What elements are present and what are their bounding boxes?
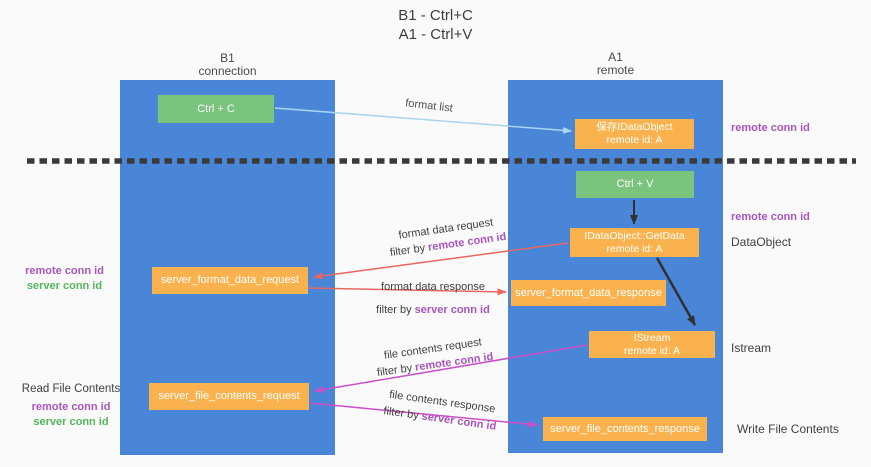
annotation-write-file-contents: Write File Contents	[737, 422, 839, 436]
annotation-conn-ids-upper: remote conn id server conn id	[22, 264, 107, 294]
lifeline-b1-role: connection	[198, 64, 257, 78]
annotation-istream: Istream	[731, 341, 772, 355]
node-ctrl-c: Ctrl + C	[158, 95, 274, 123]
node-ctrl-v-label: Ctrl + V	[616, 178, 654, 190]
annotation-conn-ids-lower: remote conn id server conn id	[16, 400, 126, 430]
lifeline-a1-name: A1	[608, 50, 623, 64]
title-line-1: B1 - Ctrl+C	[398, 7, 473, 24]
node-server-format-data-request-label: server_format_data_request	[160, 274, 300, 286]
node-save-idataobject-line1: 保存IDataObject	[596, 121, 673, 133]
label-format-data-response-text: format data response	[381, 281, 485, 293]
node-server-file-contents-request: server_file_contents_request	[149, 383, 309, 410]
node-idataobject-getdata: IDataObject::GetData remote id: A	[570, 228, 699, 257]
server-conn-id-highlight: server conn id	[414, 304, 490, 316]
node-server-file-contents-request-label: server_file_contents_request	[158, 390, 300, 402]
filter-by-text: filter by	[389, 242, 426, 260]
label-file-contents-response: file contents response filter byserver c…	[373, 385, 508, 437]
annotation-remote-conn-id-left: remote conn id	[25, 265, 104, 277]
lifeline-a1-role: remote	[596, 63, 635, 77]
node-ctrl-c-label: Ctrl + C	[197, 102, 235, 115]
filter-by-text: filter by	[376, 304, 412, 316]
annotation-remote-conn-id-top: remote conn id	[731, 122, 810, 134]
title-line-2: A1 - Ctrl+V	[398, 26, 473, 43]
node-istream-line2: remote id: A	[623, 344, 681, 357]
node-server-format-data-response-label: server_format_data_response	[515, 286, 662, 299]
annotation-server-conn-id-left: server conn id	[26, 280, 103, 292]
node-save-idataobject-line2: remote id: A	[606, 134, 663, 146]
filter-by-text: filter by	[376, 362, 413, 380]
diagram-title: B1 - Ctrl+C A1 - Ctrl+V	[0, 6, 871, 44]
lifeline-b1-name: B1	[220, 51, 235, 65]
node-save-idataobject: 保存IDataObject remote id: A	[575, 119, 694, 149]
label-format-list: format list	[404, 97, 454, 115]
annotation-read-file-contents: Read File Contents	[21, 383, 121, 395]
node-server-format-data-response: server_format_data_response	[511, 280, 666, 306]
node-server-format-data-request: server_format_data_request	[152, 267, 308, 294]
node-server-file-contents-response-label: server_file_contents_response	[550, 422, 700, 435]
node-ctrl-v: Ctrl + V	[576, 171, 694, 198]
node-istream: IStream remote id: A	[589, 331, 715, 358]
node-istream-line1: IStream	[633, 331, 671, 344]
label-format-data-request: format data request filter byremote conn…	[376, 212, 517, 263]
node-server-file-contents-response: server_file_contents_response	[543, 417, 707, 441]
lifeline-header-b1: B1 connection	[120, 52, 335, 78]
annotation-remote-conn-id-mid: remote conn id	[731, 211, 810, 223]
annotation-dataobject: DataObject	[731, 235, 792, 249]
filter-by-text: filter by	[382, 405, 420, 422]
lifeline-header-a1: A1 remote	[508, 51, 723, 77]
annotation-remote-conn-id-left2: remote conn id	[31, 401, 111, 413]
label-file-contents-request: file contents request filter byremote co…	[366, 332, 501, 382]
node-idataobject-getdata-line1: IDataObject::GetData	[584, 229, 685, 242]
annotation-server-conn-id-left2: server conn id	[33, 416, 109, 428]
node-idataobject-getdata-line2: remote id: A	[606, 242, 663, 255]
